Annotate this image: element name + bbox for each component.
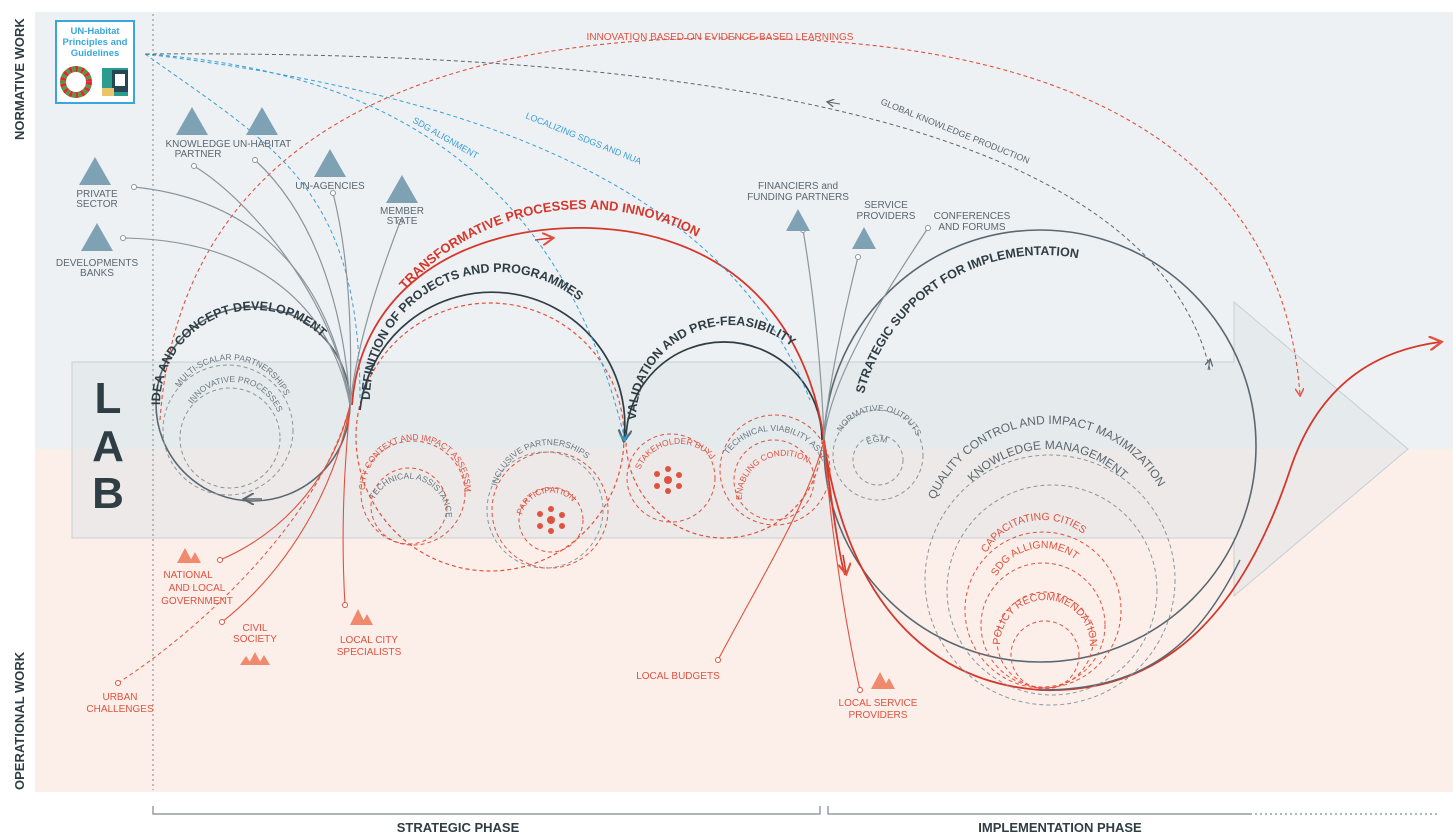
innovation-flow-label: INNOVATION BASED ON EVIDENCE-BASED LEARN… [587,32,854,43]
stakeholder-lines-top [122,159,929,441]
lab-letter-l: L [95,374,122,423]
guidelines-book-icon [102,68,128,96]
implementation-sub-circles [964,531,1122,690]
local-service-providers-label-1: LOCAL SERVICE [839,698,918,709]
knowledge-partner-label-2: PARTNER [175,149,222,160]
member-state-label-2: STATE [387,216,418,227]
definition-sub-circles [360,414,831,569]
national-gov-label-3: GOVERNMENT [161,596,233,607]
national-gov-label-2: AND LOCAL [169,583,226,594]
service-providers-label-2: PROVIDERS [857,211,916,222]
un-habitat-guidelines-box: UN-Habitat Principles and Guidelines [55,20,135,104]
urban-challenges-label-1: URBAN [102,692,137,703]
sdg-wheel-icon [60,66,128,98]
un-habitat-label: UN-HABITAT [233,139,292,150]
stakeholder-triangles [79,107,876,251]
un-box-line-1: UN-Habitat [70,26,120,37]
normative-work-label: NORMATIVE WORK [12,18,27,140]
idea-sub-circles [162,364,294,496]
lab-letter-b: B [92,469,124,518]
financiers-label-1: FINANCIERS and [758,181,838,192]
strategic-bracket [152,806,821,815]
participation-icon [537,506,565,534]
localizing-flow [144,53,811,401]
sdg-alignment-flow [144,53,625,440]
validation-arc [625,341,823,441]
service-providers-label-1: SERVICE [864,200,908,211]
civil-society-label-2: SOCIETY [233,634,277,645]
conferences-label-2: AND FORUMS [938,222,1006,233]
development-banks-label-2: BANKS [80,268,114,279]
stakeholder-lines-bottom [219,404,861,691]
member-state-label-1: MEMBER [380,206,424,217]
conferences-label-1: CONFERENCES [934,211,1011,222]
implementation-bracket [827,806,1250,815]
egm-label: EGM [865,434,889,447]
operational-icons [177,548,895,689]
national-gov-label-1: NATIONAL [163,570,213,581]
lab-letter-a: A [92,422,124,471]
global-knowledge-flow [144,53,1211,371]
stakeholder-icon [654,466,682,494]
un-box-line-2: Principles and [62,37,128,48]
development-banks-label-1: DEVELOPMENTS [56,258,139,269]
innovation-flow [159,37,1300,421]
civil-society-label-1: CIVIL [242,623,267,634]
definition-arc [359,291,625,440]
un-agencies-label: UN-AGENCIES [295,181,365,192]
local-service-providers-label-2: PROVIDERS [849,710,908,721]
strategic-phase-label: STRATEGIC PHASE [397,820,520,835]
exit-arc [823,342,1440,691]
local-city-specialists-label-1: LOCAL CITY [340,635,398,646]
financiers-label-2: FUNDING PARTNERS [747,192,849,203]
local-city-specialists-label-2: SPECIALISTS [337,647,402,658]
transformative-arc [351,227,846,576]
knowledge-partner-label-1: KNOWLEDGE [165,139,230,150]
implementation-phase-label: IMPLEMENTATION PHASE [978,820,1142,835]
un-box-line-3: Guidelines [70,48,120,59]
operational-work-label: OPERATIONAL WORK [12,651,27,790]
private-sector-label-2: SECTOR [76,199,118,210]
private-sector-label-1: PRIVATE [76,189,118,200]
local-budgets-label: LOCAL BUDGETS [636,671,720,682]
urban-challenges-label-2: CHALLENGES [86,704,154,715]
